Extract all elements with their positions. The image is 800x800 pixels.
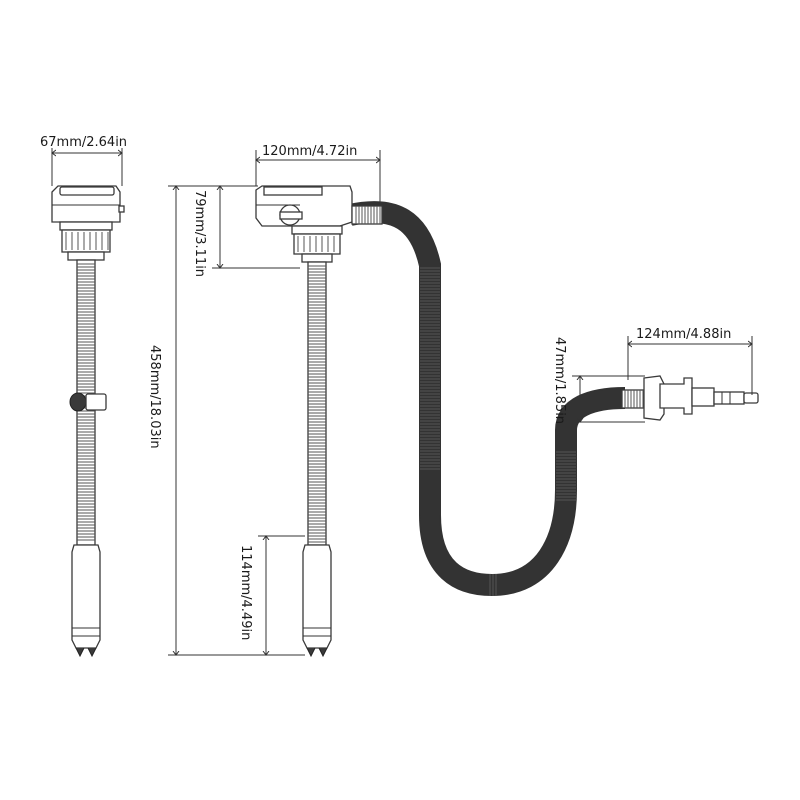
dim-nozzle-length: 124mm/4.88in bbox=[628, 327, 752, 395]
dim-handle-length: 114mm/4.49in bbox=[238, 536, 305, 655]
dim-head-width-side: 120mm/4.72in bbox=[256, 144, 380, 205]
dim-head-height: 79mm/3.11in bbox=[192, 186, 300, 277]
label-nozzle-length: 124mm/4.88in bbox=[636, 327, 731, 342]
dim-nozzle-height: 47mm/1.85in bbox=[552, 337, 645, 424]
label-head-width-side: 120mm/4.72in bbox=[262, 144, 357, 159]
hose-inner bbox=[347, 202, 626, 595]
dim-total-length: 458mm/18.03in bbox=[147, 186, 305, 655]
nozzle bbox=[621, 375, 759, 421]
front-view-pump bbox=[51, 185, 125, 658]
label-handle-length: 114mm/4.49in bbox=[238, 545, 253, 640]
label-head-height: 79mm/3.11in bbox=[192, 190, 207, 277]
label-total-length: 458mm/18.03in bbox=[147, 345, 162, 449]
dim-head-width: 67mm/2.64in bbox=[40, 135, 127, 186]
side-view-pump bbox=[255, 185, 759, 658]
label-head-width: 67mm/2.64in bbox=[40, 135, 127, 150]
label-nozzle-height: 47mm/1.85in bbox=[552, 337, 567, 424]
